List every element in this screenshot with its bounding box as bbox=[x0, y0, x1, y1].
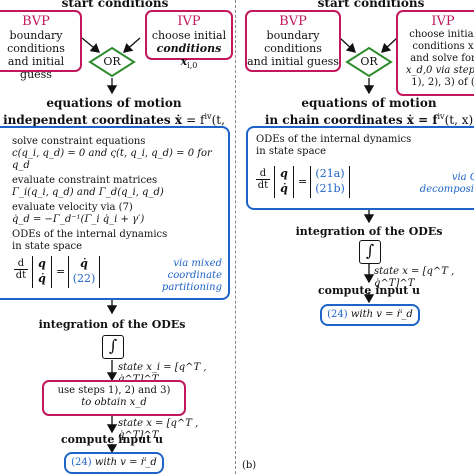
ivp-box-right: IVP choose initial conditions x and solv… bbox=[396, 10, 474, 96]
ivp-box-left: IVP choose initial conditions xi,0 bbox=[145, 10, 233, 70]
mixed-line-2: coordinate bbox=[167, 270, 222, 281]
final-rest-right: with v = r̈_d bbox=[347, 309, 413, 320]
state-i-left: state x_i = [q^T , q̇^T]^T bbox=[118, 362, 207, 385]
algorithm-box-left: solve constraint equations c(q_i, q_d) =… bbox=[0, 126, 230, 300]
step-4-text: ODEs of the internal dynamics bbox=[12, 229, 168, 240]
eom-line1-left: equations of motion bbox=[46, 96, 182, 110]
ode-text-1-right: ODEs of the internal dynamics bbox=[256, 134, 412, 145]
use-steps-line-2: to obtain x_d bbox=[81, 397, 147, 408]
ode-qdot-left: q̇ bbox=[38, 272, 46, 285]
arrow-bvp-or-left bbox=[81, 37, 101, 53]
ode-dt-right: dt bbox=[256, 179, 270, 191]
eom-line2-right: in chain coordinates ẋ = f bbox=[264, 113, 438, 127]
integration-label-right: integration of the ODEs bbox=[295, 225, 443, 238]
compute-label-right: compute input u bbox=[317, 284, 421, 297]
state-left: state x = [q^T , q̇^T]^T bbox=[118, 418, 199, 441]
ode-matrix-left: d dt q q̇ = q̇ (22) bbox=[14, 256, 134, 290]
via-q-line-1: via Q bbox=[451, 172, 474, 183]
final-ref-left: (24) bbox=[71, 457, 92, 468]
eom-title-left: equations of motion independent coordina… bbox=[0, 96, 228, 146]
compute-label-left: compute input u bbox=[60, 433, 164, 446]
step-1-eq: c(q_i, q_d) = 0 and ς(t, q_i, q_d) = 0 f… bbox=[12, 148, 212, 171]
ode-d-left: d bbox=[17, 258, 25, 269]
final-rest-left: with v = r̈_d bbox=[91, 457, 157, 468]
ode-q-left: q bbox=[38, 257, 46, 270]
bvp-box-left: BVP boundary conditions and initial gues… bbox=[0, 10, 82, 81]
mixed-line-3: partitioning bbox=[161, 282, 222, 293]
algorithm-box-right: ODEs of the internal dynamics in state s… bbox=[246, 126, 474, 210]
bvp-line-2-left: conditions bbox=[7, 42, 65, 55]
step-4-text-2: in state space bbox=[12, 241, 83, 252]
bvp-line-3-left: and initial guess bbox=[7, 55, 65, 81]
arrow-bvp-or-right bbox=[339, 37, 356, 53]
ode-rhs-top-right: (21a) bbox=[315, 167, 345, 180]
final-ref-right: (24) bbox=[327, 309, 348, 320]
ivp-line-2-left: conditions x bbox=[156, 42, 222, 68]
eom-sup-right: iv bbox=[437, 112, 445, 121]
or-diamond-left bbox=[88, 46, 136, 78]
ivp-line-1-right: choose initial bbox=[409, 29, 474, 40]
eom-sup-left: iv bbox=[204, 112, 212, 121]
ode-q-right: q bbox=[280, 167, 288, 180]
integral-icon-left: ∫ bbox=[102, 335, 124, 359]
final-box-left: (24) with v = r̈_d bbox=[64, 452, 164, 474]
ode-dt-left: dt bbox=[14, 269, 28, 281]
mixed-line-1: via mixed bbox=[173, 258, 222, 269]
integration-label-left: integration of the ODEs bbox=[38, 318, 186, 331]
eom-line2-left: independent coordinates ẋ bbox=[3, 113, 182, 127]
ivp-line-2-right: conditions x bbox=[412, 41, 474, 52]
integral-icon-right: ∫ bbox=[359, 240, 381, 264]
bvp-line-1-left: boundary bbox=[9, 29, 63, 42]
ivp-sub-left: i,0 bbox=[187, 61, 198, 71]
or-label-left: OR bbox=[103, 55, 121, 68]
eom-title-right: equations of motion in chain coordinates… bbox=[258, 96, 474, 127]
ode-matrix-right: d dt q q̇ = (21a) (21b) bbox=[256, 166, 396, 200]
ivp-line-1-left: choose initial bbox=[151, 29, 227, 42]
start-label-left: start conditions bbox=[61, 0, 169, 10]
bvp-title-right: BVP bbox=[279, 14, 307, 29]
step-2-text: evaluate constraint matrices bbox=[12, 175, 158, 186]
eom-line1-right: equations of motion bbox=[301, 96, 437, 110]
ode-rhs-top-left: q̇ bbox=[80, 257, 88, 270]
panel-divider bbox=[235, 0, 236, 474]
bvp-line-2-right: conditions bbox=[264, 42, 322, 55]
ode-qdot-right: q̇ bbox=[280, 182, 288, 195]
or-diamond-right bbox=[345, 46, 393, 78]
bvp-title-left: BVP bbox=[22, 14, 50, 29]
ode-rhs-bot-right: (21b) bbox=[315, 182, 345, 195]
ode-d-right: d bbox=[259, 168, 267, 179]
arrow-ivp-or-left bbox=[123, 37, 141, 53]
start-label-right: start conditions bbox=[317, 0, 425, 10]
use-steps-box: use steps 1), 2) and 3) to obtain x_d bbox=[42, 380, 186, 416]
ode-text-2-right: in state space bbox=[256, 146, 327, 157]
state-right: state x = [q^T , q̇^T]^T bbox=[374, 266, 455, 289]
final-box-right: (24) with v = r̈_d bbox=[320, 304, 420, 326]
bvp-box-right: BVP boundary conditions and initial gues… bbox=[245, 10, 341, 72]
ivp-title-left: IVP bbox=[177, 14, 201, 29]
eom-rest-right: (t, x) bbox=[444, 113, 474, 127]
panel-label-b: (b) bbox=[242, 460, 257, 471]
step-2-eq: Γ_i(q_i, q_d) and Γ_d(q_i, q_d) bbox=[12, 187, 164, 198]
step-3-text: evaluate velocity via (7) bbox=[12, 202, 133, 213]
step-3-eq: q̇_d = −Γ_d⁻¹(Γ_i q̇_i + γ′) bbox=[12, 214, 145, 225]
via-q-line-2: decomposit bbox=[419, 184, 474, 195]
or-label-right: OR bbox=[360, 55, 378, 68]
use-steps-line-1: use steps 1), 2) and 3) bbox=[57, 385, 171, 396]
step-1-text: solve constraint equations bbox=[12, 136, 146, 147]
ode-rhs-bot-left: (22) bbox=[72, 272, 96, 285]
ivp-line-4-right: x_d,0 via steps bbox=[405, 65, 474, 76]
bvp-line-1-right: boundary bbox=[266, 29, 320, 42]
ivp-line-5-right: 1), 2), 3) of ( bbox=[411, 77, 474, 88]
eom-eq-left: = f bbox=[186, 113, 205, 127]
ivp-title-right: IVP bbox=[431, 14, 455, 29]
ivp-line-3-right: and solve for bbox=[410, 53, 474, 64]
arrow-ivp-or-right bbox=[381, 37, 398, 53]
bvp-line-3-right: and initial guess bbox=[247, 55, 339, 68]
